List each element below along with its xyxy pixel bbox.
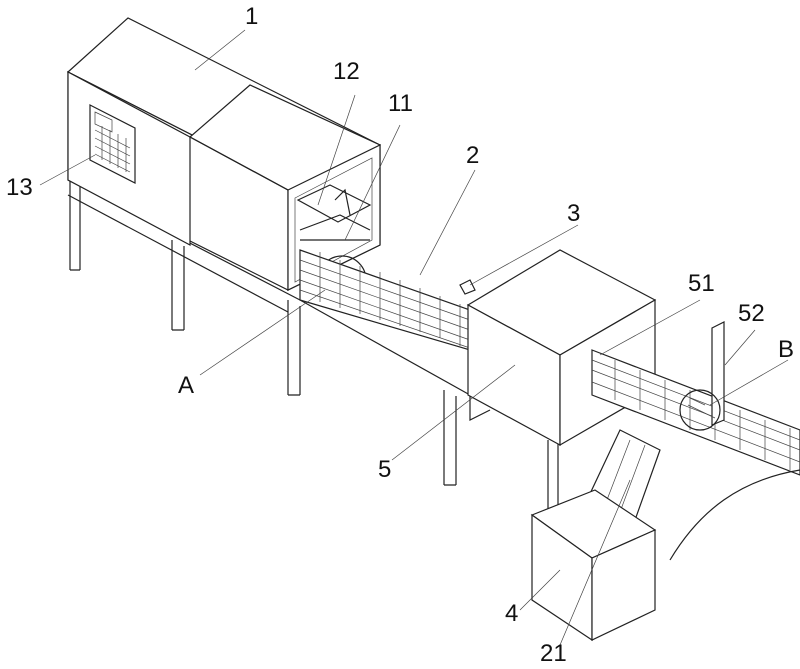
box-1 bbox=[66, 17, 382, 305]
label-4: 4 bbox=[505, 600, 519, 627]
bin-4 bbox=[530, 489, 657, 642]
box-5 bbox=[466, 249, 657, 447]
label-2: 2 bbox=[466, 142, 480, 169]
label-11: 11 bbox=[388, 90, 413, 117]
conveyor-2 bbox=[299, 249, 476, 351]
label-51: 51 bbox=[688, 270, 715, 297]
label-3: 3 bbox=[567, 200, 581, 227]
leader-lines bbox=[39, 29, 789, 646]
label-21: 21 bbox=[540, 640, 567, 667]
label-1: 1 bbox=[245, 3, 259, 30]
conveyor-51 bbox=[591, 321, 800, 561]
label-52: 52 bbox=[738, 300, 765, 327]
label-A: A bbox=[178, 372, 195, 399]
label-5: 5 bbox=[378, 456, 392, 483]
label-12: 12 bbox=[333, 58, 360, 85]
label-B: B bbox=[778, 336, 795, 363]
label-13: 13 bbox=[6, 174, 33, 201]
